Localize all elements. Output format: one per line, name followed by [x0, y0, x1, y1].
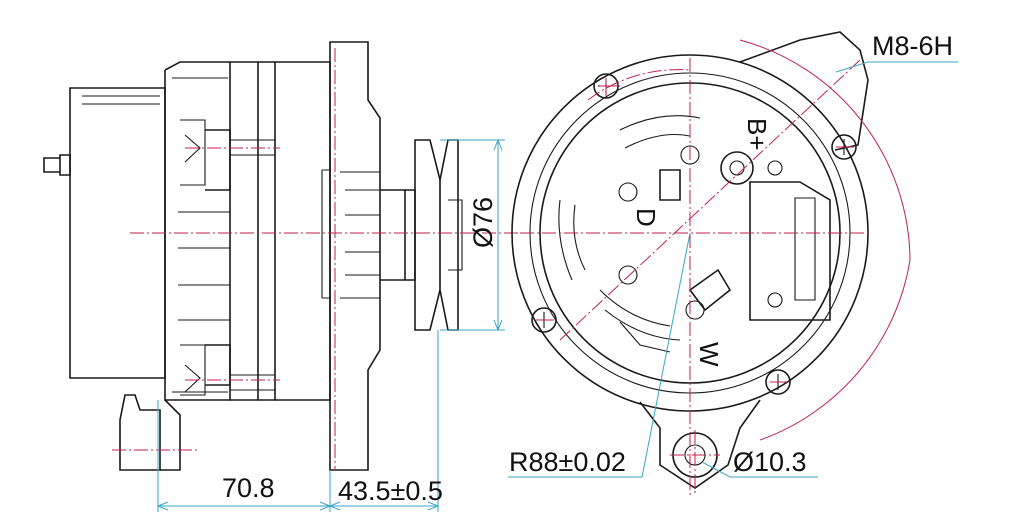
dim-length-pulley: 43.5±0.5 [338, 476, 443, 506]
terminal-d-label: D [631, 208, 661, 227]
dimension-lines [156, 61, 958, 512]
dim-pulley-diameter: Ø76 [468, 197, 498, 248]
side-view [43, 41, 463, 471]
dim-thread: M8-6H [872, 31, 953, 61]
terminal-b-plus-label: B+ [742, 118, 772, 151]
terminal-w-label: W [694, 342, 724, 367]
dim-radius: R88±0.02 [509, 447, 626, 477]
dim-length-body: 70.8 [222, 473, 275, 503]
bolts [531, 73, 857, 395]
dim-mount-hole: Ø10.3 [733, 447, 807, 477]
b-plus-stud [720, 151, 754, 185]
